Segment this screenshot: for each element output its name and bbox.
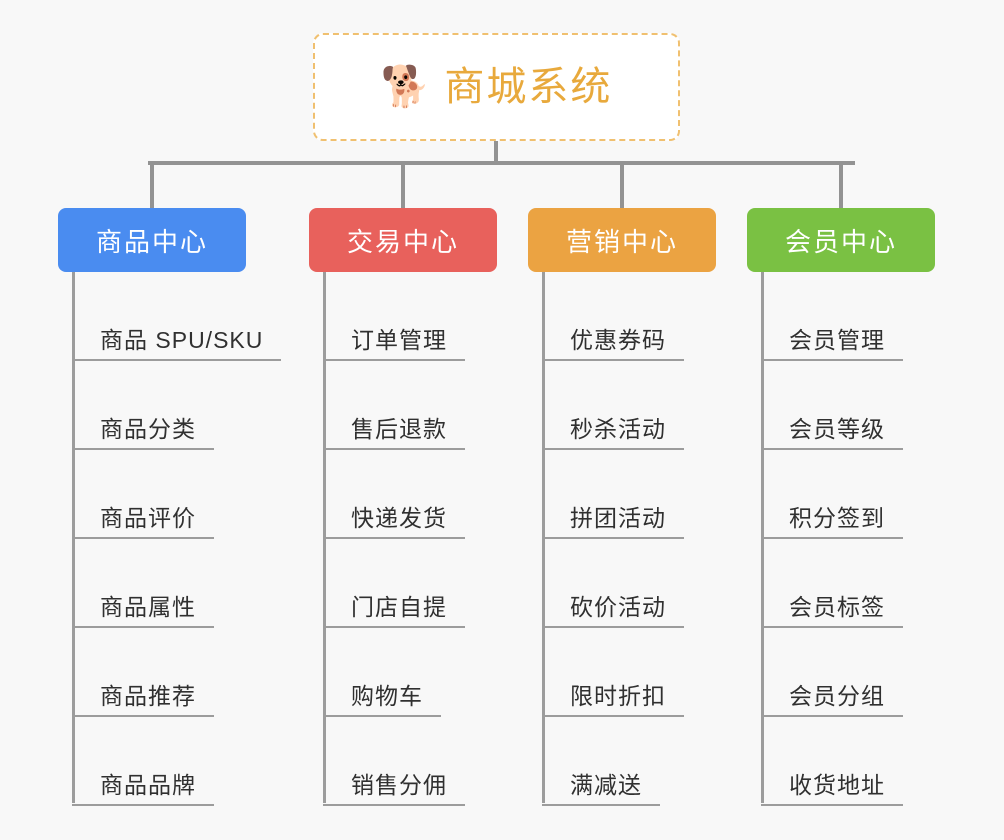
leaf-underline: 快递发货 <box>323 506 465 539</box>
leaf-label: 商品分类 <box>100 416 196 442</box>
leaf-label: 秒杀活动 <box>570 416 666 442</box>
leaf-item[interactable]: 门店自提 <box>309 539 497 628</box>
leaf-label: 销售分佣 <box>351 772 447 798</box>
branch-header-product-center[interactable]: 商品中心 <box>58 208 246 272</box>
leaf-list-member-center: 会员管理会员等级积分签到会员标签会员分组收货地址 <box>747 272 935 806</box>
branch-member-center: 会员中心会员管理会员等级积分签到会员标签会员分组收货地址 <box>747 208 935 806</box>
leaf-label: 会员分组 <box>789 683 885 709</box>
shiba-dog-face-icon: 🐕 <box>380 65 431 109</box>
leaf-underline: 砍价活动 <box>542 595 684 628</box>
leaf-underline: 收货地址 <box>761 773 903 806</box>
leaf-item[interactable]: 快递发货 <box>309 450 497 539</box>
leaf-underline: 商品品牌 <box>72 773 214 806</box>
connector-drop-marketing-center <box>620 161 624 208</box>
leaf-item[interactable]: 收货地址 <box>747 717 935 806</box>
leaf-underline: 会员等级 <box>761 417 903 450</box>
leaf-underline: 门店自提 <box>323 595 465 628</box>
branch-header-trade-center[interactable]: 交易中心 <box>309 208 497 272</box>
leaf-label: 快递发货 <box>351 505 447 531</box>
leaf-underline: 售后退款 <box>323 417 465 450</box>
leaf-underline: 限时折扣 <box>542 684 684 717</box>
leaf-underline: 商品推荐 <box>72 684 214 717</box>
branch-trade-center: 交易中心订单管理售后退款快递发货门店自提购物车销售分佣 <box>309 208 497 806</box>
connector-drop-trade-center <box>401 161 405 208</box>
leaf-item[interactable]: 商品品牌 <box>58 717 246 806</box>
leaf-underline: 会员管理 <box>761 328 903 361</box>
leaf-item[interactable]: 砍价活动 <box>528 539 716 628</box>
branch-header-label: 商品中心 <box>95 226 208 257</box>
leaf-label: 商品品牌 <box>100 772 196 798</box>
leaf-item[interactable]: 会员标签 <box>747 539 935 628</box>
leaf-label: 会员标签 <box>789 594 885 620</box>
branch-header-label: 营销中心 <box>565 226 678 257</box>
leaf-underline: 积分签到 <box>761 506 903 539</box>
leaf-label: 砍价活动 <box>570 594 666 620</box>
leaf-label: 售后退款 <box>351 416 447 442</box>
branch-header-label: 交易中心 <box>346 226 459 257</box>
leaf-item[interactable]: 商品属性 <box>58 539 246 628</box>
leaf-label: 满减送 <box>570 772 642 798</box>
leaf-list-product-center: 商品 SPU/SKU 商品分类商品评价商品属性商品推荐商品品牌 <box>58 272 282 806</box>
leaf-underline: 拼团活动 <box>542 506 684 539</box>
leaf-underline: 会员标签 <box>761 595 903 628</box>
leaf-label: 商品评价 <box>100 505 196 531</box>
leaf-label: 订单管理 <box>351 327 447 353</box>
leaf-underline: 会员分组 <box>761 684 903 717</box>
branch-header-label: 会员中心 <box>784 226 897 257</box>
leaf-underline: 满减送 <box>542 773 660 806</box>
leaf-underline: 秒杀活动 <box>542 417 684 450</box>
leaf-item[interactable]: 秒杀活动 <box>528 361 716 450</box>
leaf-list-marketing-center: 优惠券码秒杀活动拼团活动砍价活动限时折扣满减送 <box>528 272 716 806</box>
connector-drop-product-center <box>150 161 154 208</box>
leaf-label: 限时折扣 <box>570 683 666 709</box>
leaf-item[interactable]: 销售分佣 <box>309 717 497 806</box>
leaf-underline: 优惠券码 <box>542 328 684 361</box>
leaf-label: 门店自提 <box>351 594 447 620</box>
leaf-item[interactable]: 会员分组 <box>747 628 935 717</box>
leaf-item[interactable]: 商品评价 <box>58 450 246 539</box>
leaf-label: 商品推荐 <box>100 683 196 709</box>
leaf-item[interactable]: 满减送 <box>528 717 716 806</box>
branch-header-marketing-center[interactable]: 营销中心 <box>528 208 716 272</box>
leaf-item[interactable]: 购物车 <box>309 628 497 717</box>
branch-header-member-center[interactable]: 会员中心 <box>747 208 935 272</box>
leaf-underline: 购物车 <box>323 684 441 717</box>
leaf-underline: 商品分类 <box>72 417 214 450</box>
branch-product-center: 商品中心商品 SPU/SKU 商品分类商品评价商品属性商品推荐商品品牌 <box>58 208 282 806</box>
leaf-label: 购物车 <box>351 683 423 709</box>
connector-horizontal-bus <box>148 161 855 165</box>
leaf-item[interactable]: 商品分类 <box>58 361 246 450</box>
leaf-label: 优惠券码 <box>570 327 666 353</box>
leaf-underline: 订单管理 <box>323 328 465 361</box>
leaf-label: 积分签到 <box>789 505 885 531</box>
leaf-label: 商品属性 <box>100 594 196 620</box>
connector-root-stem <box>494 141 498 163</box>
leaf-underline: 商品属性 <box>72 595 214 628</box>
root-title: 商城系统 <box>444 65 613 109</box>
leaf-label: 拼团活动 <box>570 505 666 531</box>
leaf-item[interactable]: 限时折扣 <box>528 628 716 717</box>
leaf-item[interactable]: 会员管理 <box>747 272 935 361</box>
leaf-item[interactable]: 会员等级 <box>747 361 935 450</box>
leaf-item[interactable]: 拼团活动 <box>528 450 716 539</box>
leaf-item[interactable]: 积分签到 <box>747 450 935 539</box>
branch-marketing-center: 营销中心优惠券码秒杀活动拼团活动砍价活动限时折扣满减送 <box>528 208 716 806</box>
leaf-label: 会员等级 <box>789 416 885 442</box>
leaf-item[interactable]: 优惠券码 <box>528 272 716 361</box>
leaf-list-trade-center: 订单管理售后退款快递发货门店自提购物车销售分佣 <box>309 272 497 806</box>
leaf-label: 会员管理 <box>789 327 885 353</box>
leaf-underline: 销售分佣 <box>323 773 465 806</box>
leaf-item[interactable]: 订单管理 <box>309 272 497 361</box>
connector-drop-member-center <box>839 161 843 208</box>
leaf-label: 商品 SPU/SKU <box>100 327 264 353</box>
root-node[interactable]: 🐕 商城系统 <box>313 33 680 141</box>
leaf-item[interactable]: 售后退款 <box>309 361 497 450</box>
leaf-underline: 商品 SPU/SKU <box>72 327 282 361</box>
leaf-label: 收货地址 <box>789 772 885 798</box>
leaf-underline: 商品评价 <box>72 506 214 539</box>
leaf-item[interactable]: 商品 SPU/SKU <box>58 272 282 361</box>
leaf-item[interactable]: 商品推荐 <box>58 628 246 717</box>
